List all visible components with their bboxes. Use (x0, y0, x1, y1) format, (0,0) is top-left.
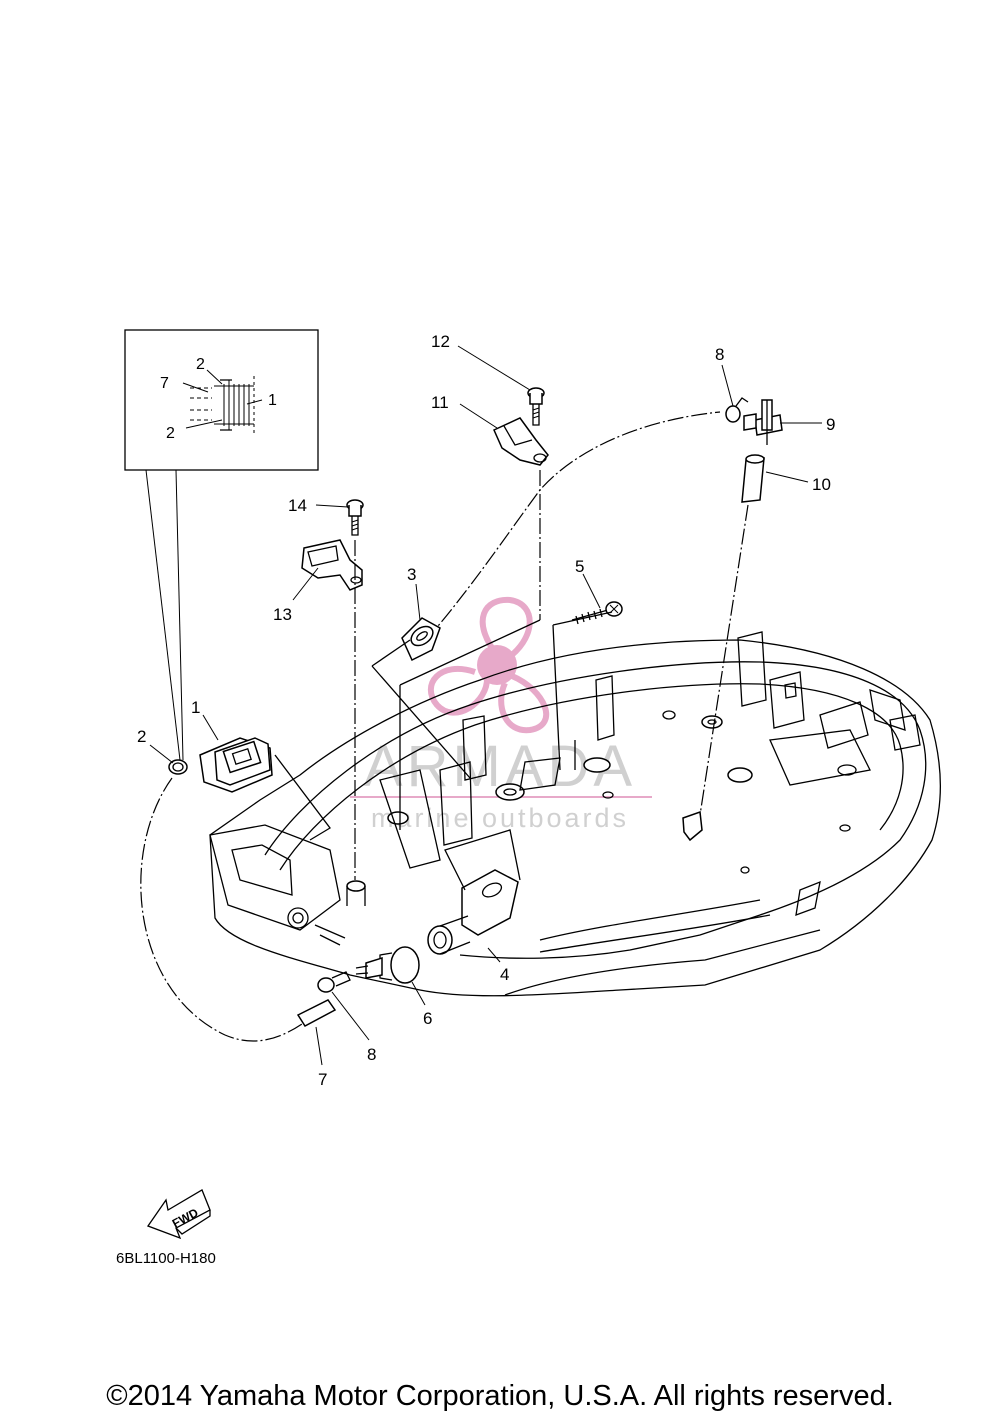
fwd-arrow-icon: FWD (146, 1189, 211, 1240)
part-nozzle-6 (355, 946, 420, 984)
part-grommet-1 (199, 737, 273, 793)
watermark-tagline: marine outboards (371, 803, 629, 833)
callout-4: 4 (500, 965, 509, 984)
inset-callout-2-bottom: 2 (166, 425, 175, 442)
drain-hose-route (140, 777, 319, 1042)
diagram-code: 6BL1100-H180 (116, 1250, 216, 1267)
inset-hose-section (190, 376, 255, 436)
copyright-notice: ©2014 Yamaha Motor Corporation, U.S.A. A… (106, 1380, 894, 1412)
part-bracket-13 (301, 539, 363, 591)
part-bracket-11 (493, 417, 549, 466)
part-hose-10 (741, 454, 765, 503)
callout-14: 14 (288, 496, 307, 515)
inset-detail: 7 2 2 1 (124, 329, 319, 471)
callout-2: 2 (137, 727, 146, 746)
assembly-lines (274, 470, 749, 891)
callout-10: 10 (812, 475, 831, 494)
part-hose-7 (296, 999, 337, 1027)
inset-callout-2-top: 2 (196, 356, 205, 373)
part-bolt-12 (527, 387, 545, 426)
part-clamp-8-lower (317, 971, 351, 993)
callout-5: 5 (575, 557, 584, 576)
part-bolt-14 (346, 499, 364, 536)
vapor-hose-route (425, 411, 721, 641)
part-drain-plug (682, 810, 703, 842)
inset-callout-1: 1 (268, 392, 277, 409)
inset-callout-7: 7 (160, 375, 169, 392)
callout-13: 13 (273, 605, 292, 624)
callout-6: 6 (423, 1009, 432, 1028)
callout-12: 12 (431, 332, 450, 351)
callout-11: 11 (431, 393, 449, 412)
part-joint-9 (743, 399, 783, 445)
callout-8-lower: 8 (367, 1045, 376, 1064)
callout-1: 1 (191, 698, 200, 717)
part-clamp-2 (168, 759, 188, 775)
part-grommet-4 (427, 869, 519, 955)
part-grommet-3 (401, 617, 441, 662)
callout-7: 7 (318, 1070, 327, 1089)
part-screw-5 (571, 601, 623, 625)
callout-3: 3 (407, 565, 416, 584)
bottom-cowling (209, 631, 942, 997)
cowling-bosses (346, 710, 857, 906)
watermark-logo (428, 596, 550, 734)
callout-8-upper: 8 (715, 345, 724, 364)
fwd-label: FWD (170, 1205, 201, 1230)
callout-9: 9 (826, 415, 835, 434)
callout-leaders (149, 345, 822, 1066)
